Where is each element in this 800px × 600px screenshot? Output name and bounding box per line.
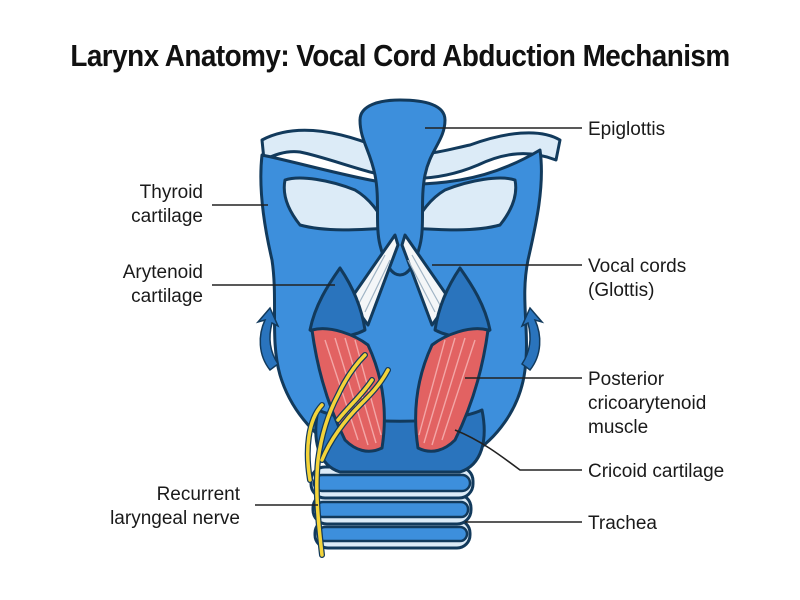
label-pca-line3: muscle: [588, 417, 648, 438]
label-cricoid: Cricoid cartilage: [588, 461, 724, 482]
pca-muscle-left: [310, 327, 386, 453]
abduction-arrow-right: [520, 306, 545, 372]
label-arytenoid-line1: Arytenoid: [123, 262, 203, 283]
label-thyroid-line1: Thyroid: [140, 182, 203, 203]
label-trachea: Trachea: [588, 513, 657, 534]
abduction-arrow-left: [255, 306, 280, 372]
leader-lines: [212, 127, 582, 523]
label-nerve-line1: Recurrent: [157, 484, 241, 505]
vocal-cords: [348, 233, 452, 327]
leader-cricoid: [454, 429, 582, 471]
label-epiglottis: Epiglottis: [588, 119, 665, 140]
label-pca-line2: cricoarytenoid: [588, 393, 706, 414]
label-nerve-line2: laryngeal nerve: [110, 508, 240, 529]
diagram-title: Larynx Anatomy: Vocal Cord Abduction Mec…: [70, 38, 730, 73]
recurrent-laryngeal-nerve: [304, 352, 391, 558]
trachea: [309, 465, 475, 550]
label-arytenoid-line2: cartilage: [131, 286, 203, 307]
epiglottis: [358, 98, 447, 277]
label-vocal-cords-line2: (Glottis): [588, 280, 655, 301]
label-pca-line1: Posterior: [588, 369, 665, 390]
pca-muscle-right: [414, 327, 490, 453]
label-thyroid-line2: cartilage: [131, 206, 203, 227]
label-vocal-cords-line1: Vocal cords: [588, 256, 686, 277]
